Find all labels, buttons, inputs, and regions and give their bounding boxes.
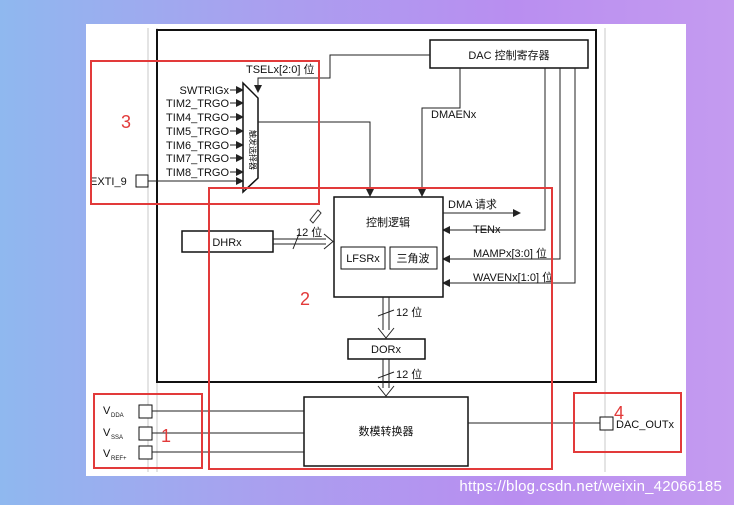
svg-text:DDA: DDA: [111, 413, 124, 419]
tsel-label: TSELx[2:0] 位: [246, 62, 314, 76]
dor-out-bits-label: 12 位: [396, 367, 422, 381]
dac-out-pin: [599, 416, 614, 431]
dor-in-bits-label: 12 位: [396, 305, 422, 319]
dor-box: [347, 338, 426, 360]
trigger-to-control-line: [258, 121, 374, 197]
ten-label: TENx: [473, 224, 501, 236]
trigger-swtrig: SWTRIGx: [180, 85, 230, 97]
wave-line: [442, 68, 576, 287]
svg-text:REF+: REF+: [111, 456, 127, 462]
control-to-dor-bus: [377, 297, 395, 339]
ten-line: [442, 68, 546, 234]
svg-text:V: V: [103, 427, 111, 439]
annotation-number-1: 1: [161, 426, 171, 446]
lfsr-box: [340, 246, 386, 270]
trigger-tim6: TIM6_TRGO: [166, 140, 229, 152]
triangle-box: [389, 246, 438, 270]
tsel-line: [254, 54, 430, 93]
svg-text:V: V: [103, 448, 111, 460]
dhr-label: DHRx: [212, 237, 242, 249]
dhr-bits-label: 12 位: [296, 225, 322, 239]
annotation-number-3: 3: [121, 112, 131, 132]
trigger-inputs: SWTRIGx TIM2_TRGO TIM4_TRGO TIM5_TRGO TI…: [166, 85, 244, 179]
dac-converter-box: [303, 396, 469, 467]
dac-control-register-label: DAC 控制寄存器: [468, 48, 549, 62]
dhr-bus-arrow: [273, 233, 334, 250]
dor-to-converter-bus: [377, 359, 395, 397]
dac-out-label: DAC_OUTx: [616, 419, 675, 431]
annotation-box-4: [573, 392, 682, 453]
svg-text:V: V: [103, 405, 111, 417]
dmaen-line: [418, 68, 461, 197]
dmaen-label: DMAENx: [431, 109, 477, 121]
trigger-tim5: TIM5_TRGO: [166, 126, 229, 138]
power-pins: V DDA V SSA V REF+: [103, 404, 304, 462]
annotation-box-2: [208, 187, 553, 470]
watermark: https://blog.csdn.net/weixin_42066185: [459, 478, 722, 495]
trigger-tim7: TIM7_TRGO: [166, 153, 229, 165]
trigger-tim8: TIM8_TRGO: [166, 167, 229, 179]
trigger-tim4: TIM4_TRGO: [166, 112, 229, 124]
dor-label: DORx: [371, 344, 401, 356]
control-logic-label: 控制逻辑: [366, 215, 410, 229]
dac-converter-label: 数模转换器: [359, 424, 414, 438]
dac-channel-frame: [156, 29, 597, 383]
annotation-box-3: [90, 60, 320, 205]
annotation-number-2: 2: [300, 289, 310, 309]
wave-label: WAVENx[1:0] 位: [473, 270, 553, 284]
exti-label: EXTI_9: [90, 176, 127, 188]
annotation-box-1: [93, 393, 203, 469]
trigger-tim2: TIM2_TRGO: [166, 98, 229, 110]
svg-text:SSA: SSA: [111, 435, 123, 441]
mamp-line: [442, 68, 561, 263]
pen-icon: [309, 209, 322, 224]
triangle-label: 三角波: [397, 252, 430, 265]
lfsr-label: LFSRx: [346, 253, 380, 265]
dhr-box: [181, 230, 274, 253]
dac-control-register-box: [429, 39, 589, 69]
trigger-selector-label: 触发选择器: [248, 130, 258, 170]
exti-pin: [135, 174, 149, 188]
annotation-number-4: 4: [614, 403, 624, 423]
mamp-label: MAMPx[3:0] 位: [473, 246, 547, 260]
dma-request-label: DMA 请求: [448, 198, 497, 211]
